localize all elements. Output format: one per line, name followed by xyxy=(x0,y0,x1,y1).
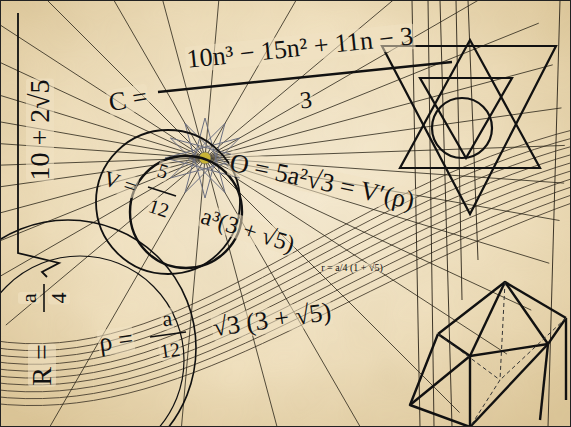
formula-text: r = a/4 (1 + √5) xyxy=(320,263,383,273)
formula-text: ρ = xyxy=(96,326,135,357)
formula-text: 10n³ − 15n² + 11n − 3 xyxy=(184,23,415,73)
curve-line xyxy=(0,160,571,371)
formula-text: 3 xyxy=(298,87,314,112)
curve-line xyxy=(0,128,571,344)
curve-line xyxy=(0,200,571,406)
formula-text: V = xyxy=(100,167,140,199)
formula-text: R = xyxy=(28,343,56,386)
formula-text: 4 xyxy=(48,292,70,305)
formula-text: 12 xyxy=(145,195,172,221)
fan-line xyxy=(25,0,335,427)
curve-line xyxy=(0,168,571,378)
formula-text: O = 5a²√3 = V′(ρ) xyxy=(226,150,417,215)
fan-line xyxy=(0,65,553,225)
curve-line xyxy=(0,192,571,399)
fan-line xyxy=(0,82,549,263)
formula-text: C = xyxy=(106,84,150,117)
curve-line xyxy=(0,184,571,392)
formula-text: 10 + 2√5 xyxy=(26,78,54,181)
curve-line xyxy=(0,144,571,357)
formula-text: 12 xyxy=(158,339,183,362)
formula-text: √3 (3 + √5) xyxy=(210,299,333,342)
formula-text: a xyxy=(18,292,40,304)
formula-text: a xyxy=(160,307,175,330)
formula-text: 5 xyxy=(154,160,172,183)
formula-text: a³(3 + √5) xyxy=(197,203,298,256)
fan-line xyxy=(21,0,459,413)
